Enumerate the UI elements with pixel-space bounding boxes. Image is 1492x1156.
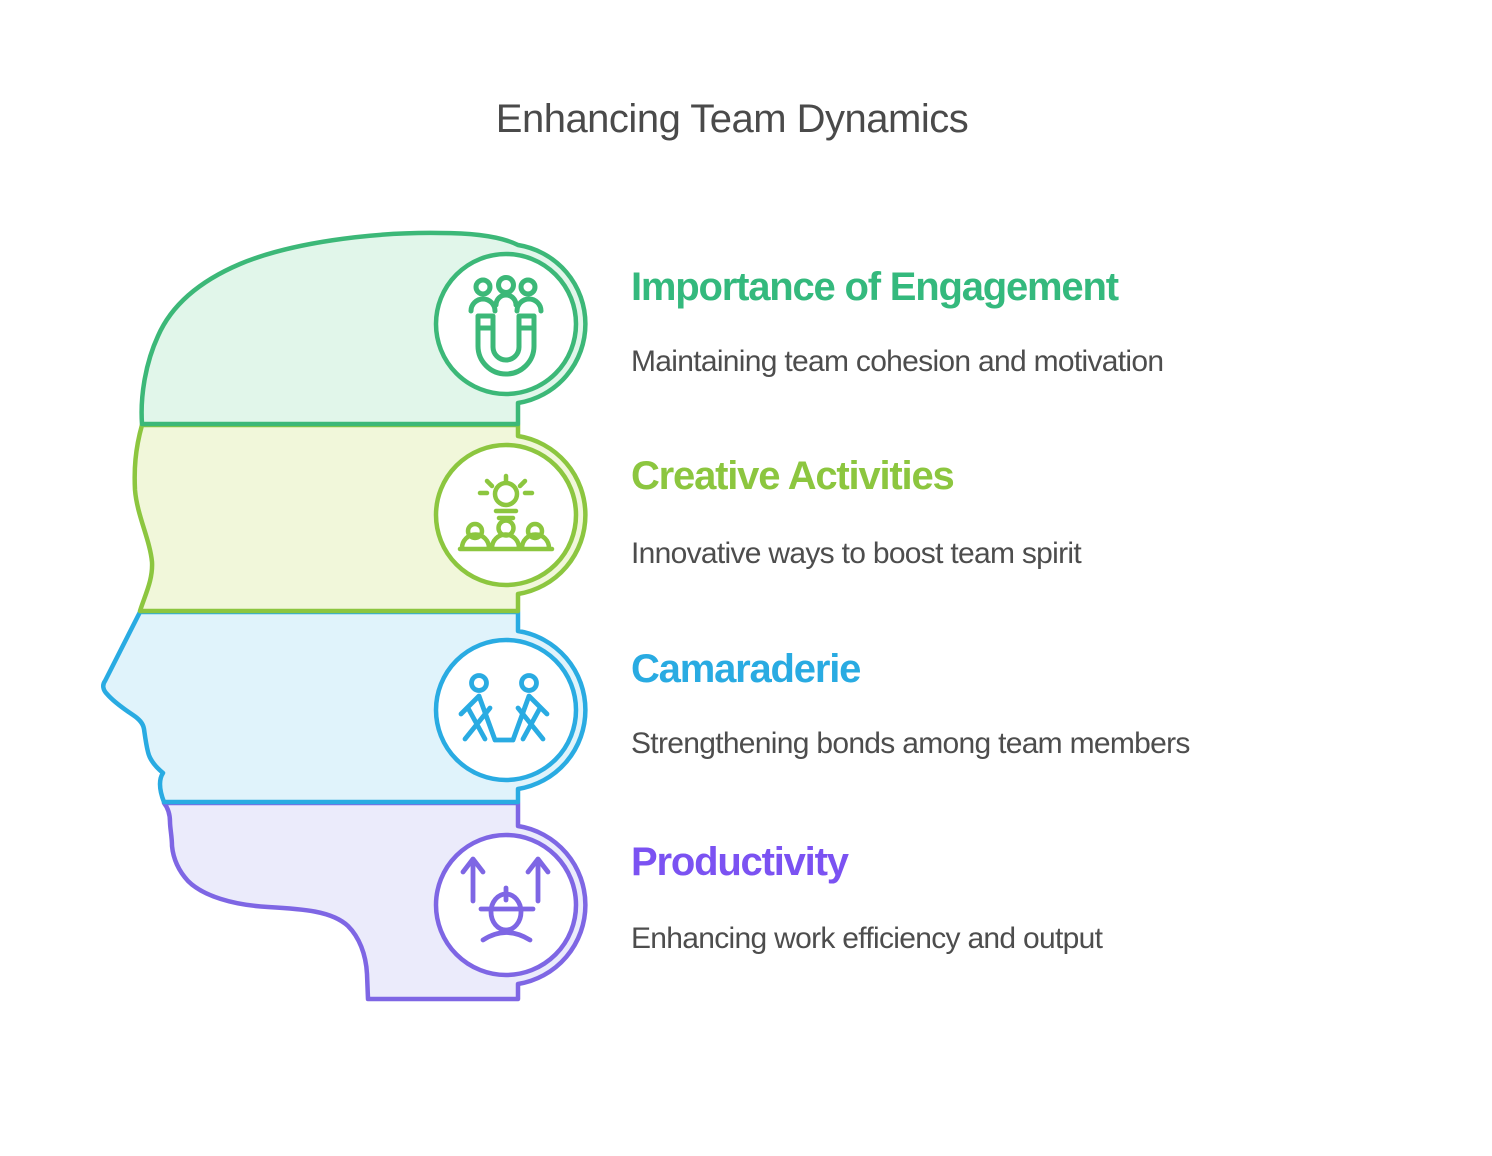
section-description-camaraderie: Strengthening bonds among team members	[631, 727, 1190, 760]
section-heading-productivity: Productivity	[631, 840, 849, 884]
creative-icon-circle	[433, 442, 579, 588]
lightbulb-team-icon	[457, 473, 555, 552]
camaraderie-icon-circle	[433, 637, 579, 783]
section-description-productivity: Enhancing work efficiency and output	[631, 922, 1103, 955]
section-heading-creative: Creative Activities	[631, 454, 955, 498]
productivity-icon-circle	[433, 832, 579, 978]
section-heading-engagement: Importance of Engagement	[631, 265, 1119, 309]
engagement-icon-circle	[433, 251, 579, 397]
section-heading-camaraderie: Camaraderie	[631, 647, 861, 691]
section-description-engagement: Maintaining team cohesion and motivation	[631, 345, 1164, 378]
people-holding-hands-icon	[458, 673, 550, 743]
worker-up-arrows-icon	[460, 856, 551, 943]
team-magnet-icon	[468, 275, 544, 377]
section-description-creative: Innovative ways to boost team spirit	[631, 537, 1082, 570]
page-title: Enhancing Team Dynamics	[495, 97, 969, 141]
